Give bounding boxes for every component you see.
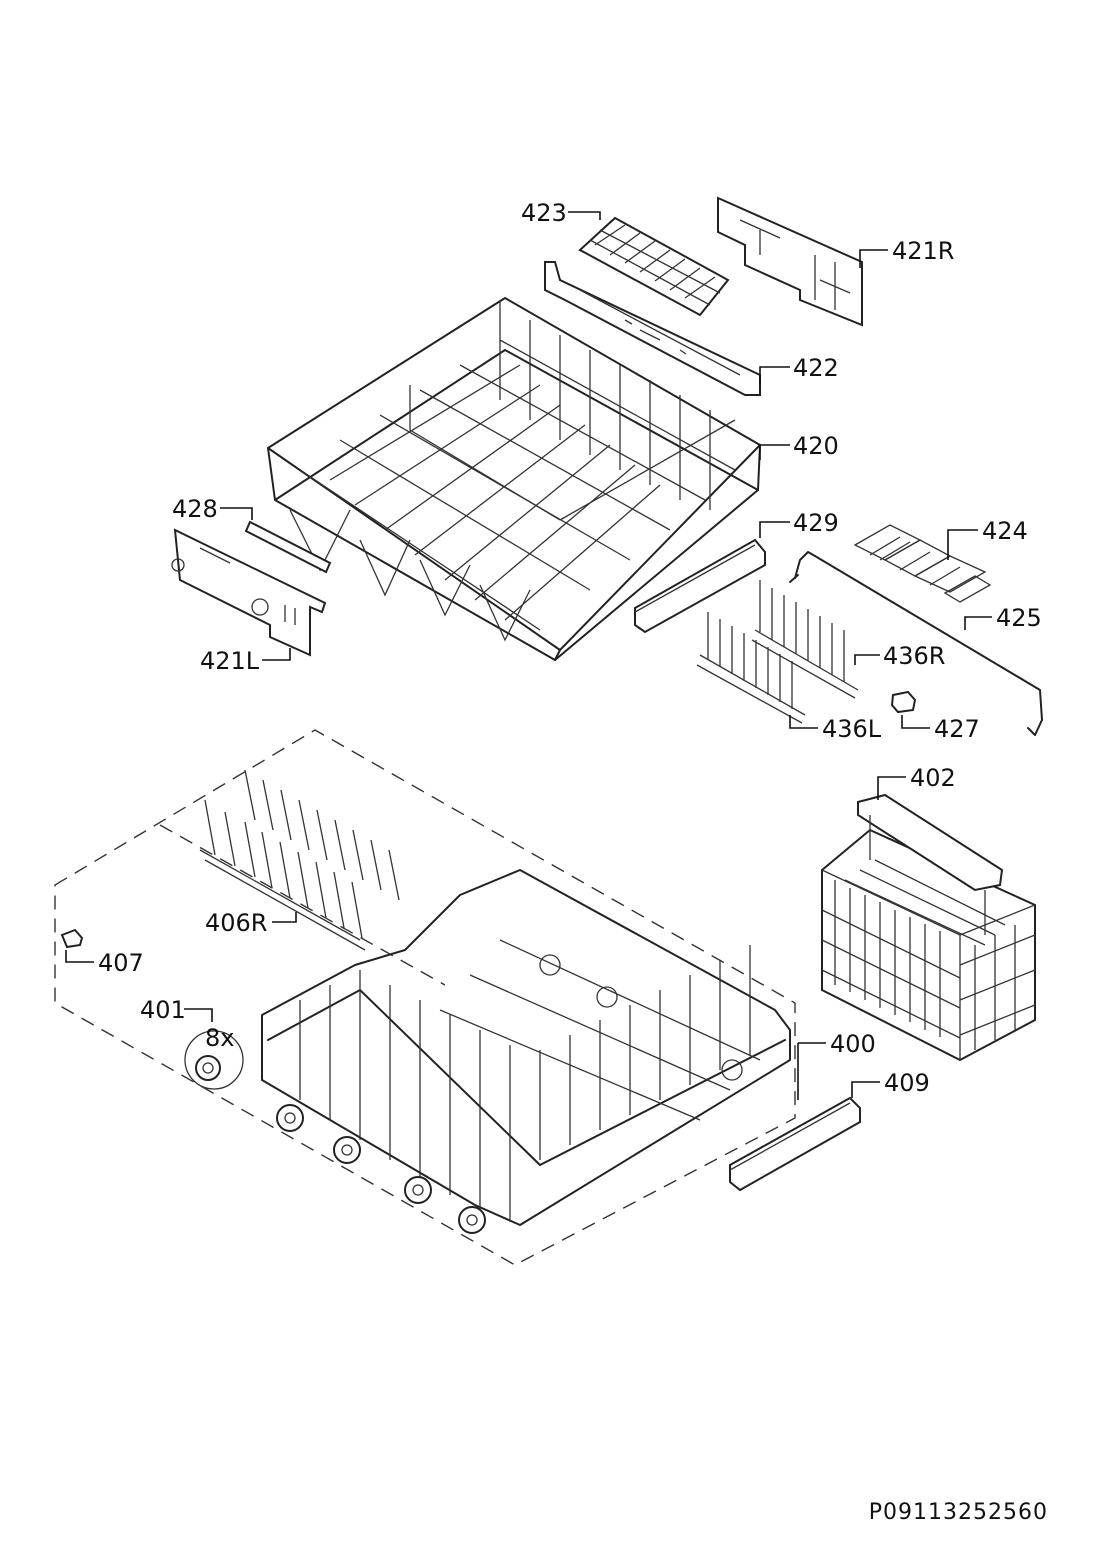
lower-basket-outline bbox=[54, 729, 796, 1266]
clip-407 bbox=[60, 928, 84, 949]
cutlery-basket-402 bbox=[821, 793, 1036, 1062]
leader-lines bbox=[65, 211, 992, 1100]
label-407: 407 bbox=[98, 949, 144, 977]
label-400: 400 bbox=[830, 1030, 876, 1058]
label-401: 401 bbox=[140, 996, 186, 1024]
label-436L: 436L bbox=[822, 715, 882, 743]
rack-436L bbox=[696, 612, 806, 724]
wheel-401 bbox=[184, 1030, 244, 1090]
clips-424 bbox=[853, 524, 992, 603]
rack-406R bbox=[199, 769, 400, 951]
bar-429 bbox=[634, 538, 766, 634]
cup-shelf-423 bbox=[578, 216, 730, 317]
bracket-421L bbox=[171, 528, 327, 657]
rack-436R bbox=[751, 580, 859, 699]
clip-427 bbox=[890, 690, 917, 714]
bar-409 bbox=[729, 1096, 861, 1192]
bracket-421R bbox=[717, 196, 863, 327]
label-424: 424 bbox=[982, 517, 1028, 545]
label-409: 409 bbox=[884, 1069, 930, 1097]
strip-428 bbox=[244, 520, 332, 574]
label-420: 420 bbox=[793, 432, 839, 460]
label-406R: 406R bbox=[205, 909, 267, 937]
label-423: 423 bbox=[521, 199, 567, 227]
label-429: 429 bbox=[793, 509, 839, 537]
label-427: 427 bbox=[934, 715, 980, 743]
label-421R: 421R bbox=[892, 237, 954, 265]
label-428: 428 bbox=[172, 495, 218, 523]
label-401-qty: 8x bbox=[205, 1024, 234, 1052]
drawing-number: P09113252560 bbox=[868, 1500, 1048, 1525]
label-436R: 436R bbox=[883, 642, 945, 670]
wire-425 bbox=[789, 551, 1043, 736]
label-402: 402 bbox=[910, 764, 956, 792]
label-425: 425 bbox=[996, 604, 1042, 632]
rail-422 bbox=[544, 261, 761, 396]
part-labels: 423 421R 422 420 428 429 424 425 436R 42… bbox=[98, 199, 1042, 1097]
lower-basket-400 bbox=[261, 869, 791, 1234]
label-422: 422 bbox=[793, 354, 839, 382]
label-421L: 421L bbox=[200, 647, 260, 675]
